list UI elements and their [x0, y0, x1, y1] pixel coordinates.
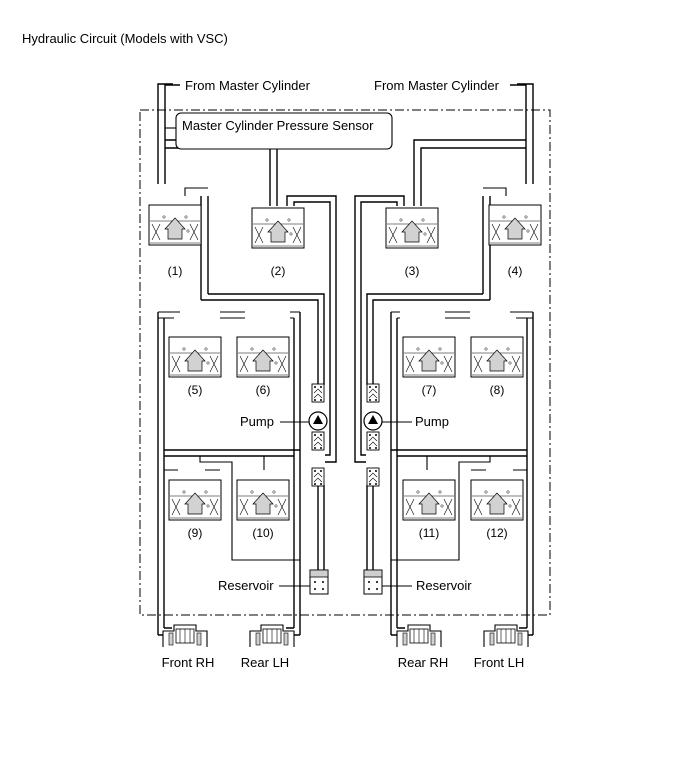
check-valve-left-lower — [311, 467, 325, 487]
valve-label-11: (11) — [419, 526, 439, 540]
solenoid-valve-9 — [168, 479, 222, 521]
check-valve-right-upper — [366, 383, 380, 403]
pressure-sensor-box — [175, 112, 393, 150]
solenoid-valve-12 — [470, 479, 524, 521]
reservoir-right-label: Reservoir — [416, 578, 472, 593]
front-rh-label: Front RH — [162, 655, 215, 670]
solenoid-valve-4 — [488, 204, 542, 246]
pump-right-label: Pump — [415, 414, 449, 429]
valve-label-1: (1) — [168, 264, 183, 278]
from-master-cylinder-left-label: From Master Cylinder — [185, 78, 311, 93]
rear-lh-label: Rear LH — [241, 655, 289, 670]
pump-left-label: Pump — [240, 414, 274, 429]
check-valve-right-lower — [366, 467, 380, 487]
rear-rh-label: Rear RH — [398, 655, 449, 670]
solenoid-valve-8 — [470, 336, 524, 378]
front-lh-label: Front LH — [474, 655, 525, 670]
valve-label-10: (10) — [252, 526, 273, 540]
solenoid-valve-7 — [402, 336, 456, 378]
reservoir-right — [363, 569, 383, 595]
valve-label-2: (2) — [271, 264, 286, 278]
solenoid-valve-2 — [251, 207, 305, 249]
actuator-boundary — [139, 109, 551, 616]
from-master-cylinder-right-label: From Master Cylinder — [374, 78, 500, 93]
valve-label-8: (8) — [490, 383, 505, 397]
check-valve-left-middle — [311, 431, 325, 451]
check-valve-right-middle — [366, 431, 380, 451]
solenoid-valve-6 — [236, 336, 290, 378]
valve-label-7: (7) — [422, 383, 437, 397]
valve-label-3: (3) — [405, 264, 420, 278]
solenoid-valve-10 — [236, 479, 290, 521]
valve-label-9: (9) — [188, 526, 203, 540]
pressure-sensor-label: Master Cylinder Pressure Sensor — [182, 118, 374, 133]
valve-label-4: (4) — [508, 264, 523, 278]
pump-left-arrow-icon — [313, 415, 323, 424]
solenoid-valve-5 — [168, 336, 222, 378]
solenoid-valve-11 — [402, 479, 456, 521]
valve-label-12: (12) — [486, 526, 507, 540]
right-circuit-piping — [354, 83, 534, 636]
solenoid-valve-3 — [385, 207, 439, 249]
diagram-title: Hydraulic Circuit (Models with VSC) — [22, 31, 228, 46]
reservoir-left-label: Reservoir — [218, 578, 274, 593]
solenoid-valve-1 — [148, 204, 202, 246]
check-valve-left-upper — [311, 383, 325, 403]
pump-right-arrow-icon — [368, 415, 378, 424]
valve-label-5: (5) — [188, 383, 203, 397]
valve-label-6: (6) — [256, 383, 271, 397]
reservoir-left — [309, 569, 329, 595]
